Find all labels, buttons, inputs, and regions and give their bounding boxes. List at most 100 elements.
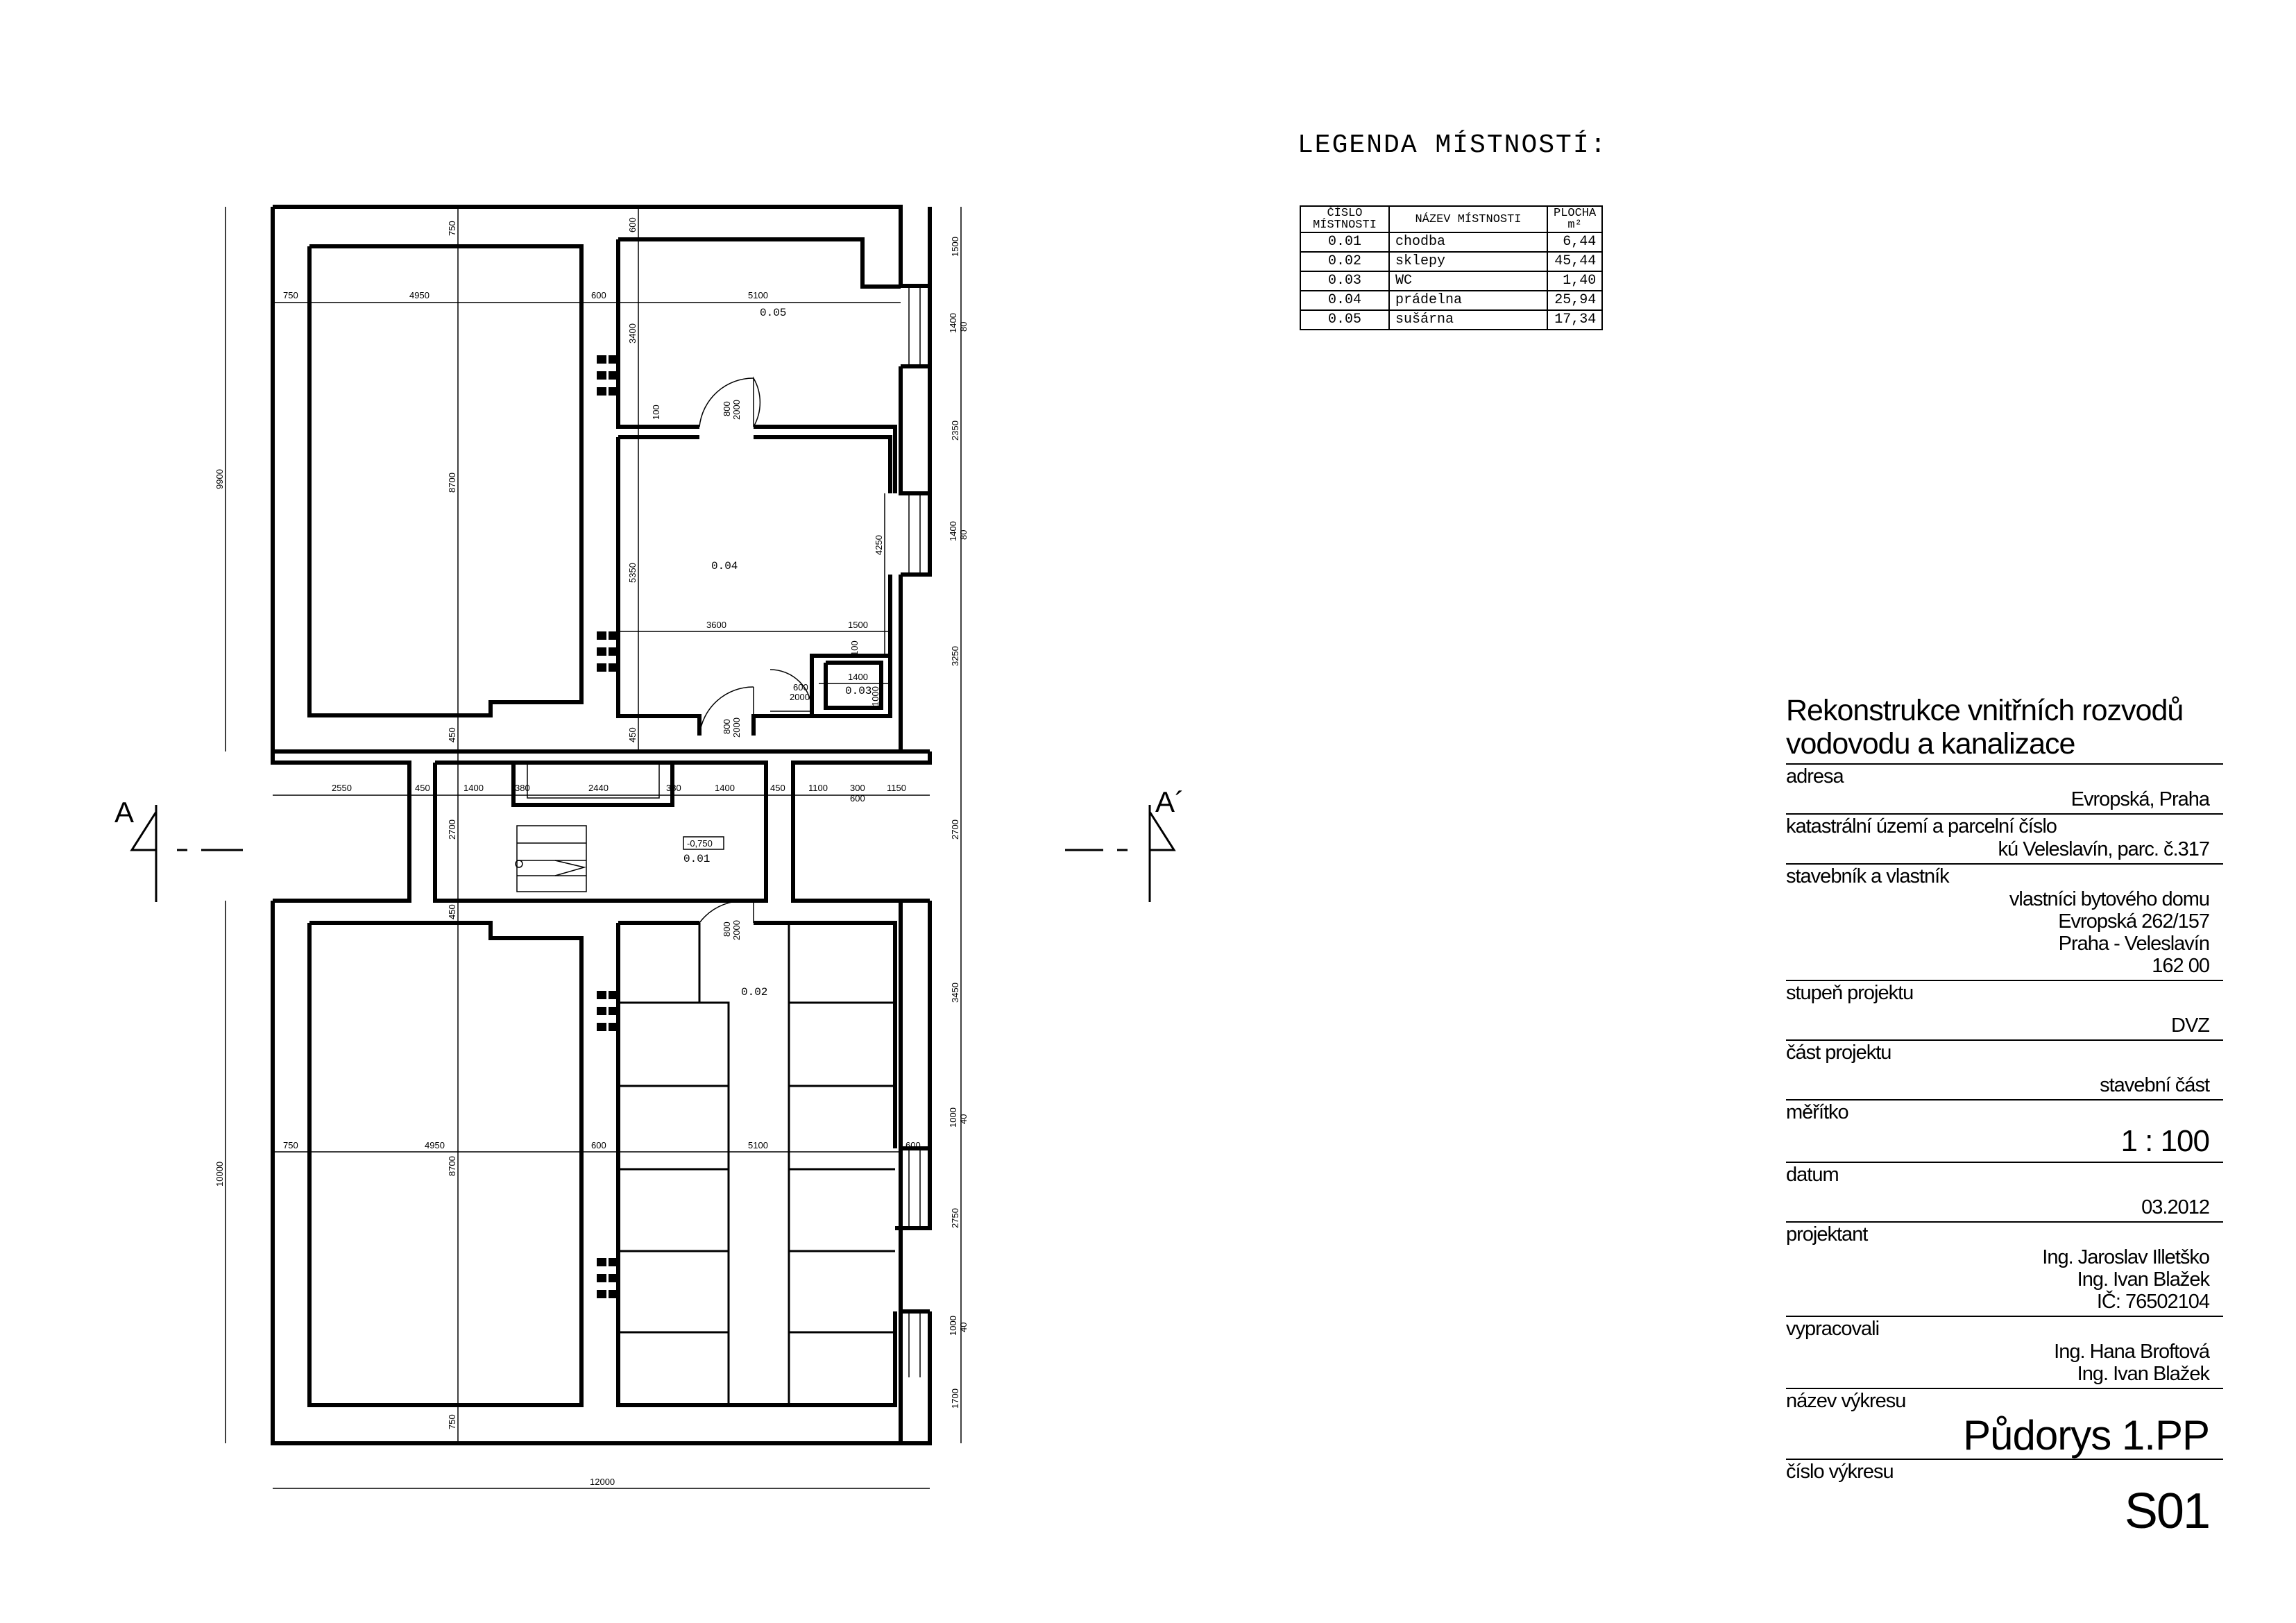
svg-text:1500: 1500 (848, 620, 868, 630)
svg-text:450: 450 (415, 783, 430, 793)
svg-text:800: 800 (722, 921, 732, 937)
svg-text:1400: 1400 (715, 783, 735, 793)
svg-text:9900: 9900 (214, 469, 225, 489)
svg-text:380: 380 (666, 783, 681, 793)
section-designer: projektant Ing. Jaroslav Illetško Ing. I… (1786, 1221, 2223, 1313)
svg-text:450: 450 (447, 904, 457, 919)
section-scale: měřítko 1 : 100 (1786, 1099, 2223, 1159)
svg-text:80: 80 (958, 530, 969, 540)
project-title-line1: Rekonstrukce vnitřních rozvodů (1786, 694, 2184, 727)
svg-text:2350: 2350 (950, 420, 960, 441)
ventilation-symbols (597, 355, 618, 1298)
svg-text:80: 80 (958, 322, 969, 332)
svg-text:1400: 1400 (948, 313, 958, 333)
svg-text:3600: 3600 (706, 620, 726, 630)
svg-text:800: 800 (722, 719, 732, 734)
room-label-005: 0.05 (760, 307, 786, 319)
svg-text:750: 750 (447, 221, 457, 236)
drawing-name: Půdorys 1.PP (1963, 1412, 2210, 1459)
svg-text:2440: 2440 (588, 783, 609, 793)
svg-text:600: 600 (905, 1140, 921, 1150)
section-cadastre: katastrální území a parcelní číslo kú Ve… (1786, 813, 2223, 860)
drawing-number: S01 (2124, 1484, 2211, 1539)
svg-text:1400: 1400 (464, 783, 484, 793)
svg-text:100: 100 (651, 405, 661, 420)
svg-text:750: 750 (447, 1414, 457, 1429)
level-mark: -0,750 (687, 838, 713, 849)
vertical-dimension-texts: 750 600 1500 3400 100 9900 8700 1400 80 … (214, 217, 969, 1429)
svg-text:600: 600 (591, 1140, 606, 1150)
section-authors: vypracovali Ing. Hana Broftová Ing. Ivan… (1786, 1316, 2223, 1385)
svg-text:4950: 4950 (409, 290, 430, 300)
svg-text:1400: 1400 (948, 521, 958, 541)
svg-text:300: 300 (850, 783, 865, 793)
svg-text:450: 450 (770, 783, 785, 793)
svg-text:600: 600 (850, 793, 865, 804)
svg-text:12000: 12000 (590, 1477, 615, 1487)
svg-text:1150: 1150 (887, 783, 906, 793)
svg-text:600: 600 (793, 682, 808, 692)
section-stage: stupeň projektu DVZ (1786, 980, 2223, 1037)
room-label-001: 0.01 (683, 853, 710, 865)
upper-building-walls (271, 205, 932, 754)
svg-text:750: 750 (283, 290, 298, 300)
svg-text:450: 450 (447, 727, 457, 742)
section-drawing-name: název výkresu Půdorys 1.PP (1786, 1388, 2223, 1459)
svg-text:1000: 1000 (948, 1107, 958, 1128)
section-markers (130, 805, 1176, 902)
svg-text:3250: 3250 (950, 646, 960, 666)
svg-text:2550: 2550 (332, 783, 352, 793)
lower-building-walls (271, 901, 932, 1445)
svg-text:1000: 1000 (948, 1316, 958, 1336)
svg-text:5100: 5100 (748, 1140, 768, 1150)
svg-text:750: 750 (283, 1140, 298, 1150)
dimension-lines (225, 207, 962, 1489)
svg-text:1000: 1000 (870, 686, 881, 706)
svg-text:2000: 2000 (790, 692, 810, 702)
legend-title: LEGENDA MÍSTNOSTÍ: (1298, 130, 1608, 160)
svg-text:8700: 8700 (447, 473, 457, 493)
svg-text:2000: 2000 (731, 400, 742, 420)
svg-text:800: 800 (722, 401, 732, 416)
svg-text:1700: 1700 (950, 1388, 960, 1409)
svg-text:3450: 3450 (950, 983, 960, 1003)
section-drawing-number: číslo výkresu S01 (1786, 1459, 2223, 1539)
svg-text:2750: 2750 (950, 1208, 960, 1228)
svg-text:10000: 10000 (214, 1162, 225, 1187)
dimension-texts: 750 4950 600 5100 3600 1500 1400 2550 45… (283, 290, 921, 1487)
section-label-left: A (114, 796, 134, 829)
door-size-texts: 800 2000 800 2000 600 2000 800 2000 (722, 400, 810, 940)
svg-text:5100: 5100 (748, 290, 768, 300)
windows (908, 286, 921, 1377)
svg-text:40: 40 (958, 1114, 969, 1124)
svg-text:3400: 3400 (627, 323, 638, 343)
project-title-line2: vodovodu a kanalizace (1786, 727, 2075, 760)
room-label-004: 0.04 (711, 560, 738, 572)
svg-text:8700: 8700 (447, 1156, 457, 1176)
svg-text:1100: 1100 (808, 783, 828, 793)
legend-header-name: NÁZEV MÍSTNOSTI (1388, 205, 1548, 233)
svg-text:5350: 5350 (627, 563, 638, 583)
svg-text:1500: 1500 (950, 237, 960, 257)
svg-text:4250: 4250 (874, 535, 884, 555)
section-date: datum 03.2012 (1786, 1162, 2223, 1218)
section-address: adresa Evropská, Praha (1786, 763, 2223, 810)
section-owner: stavebník a vlastník vlastníci bytového … (1786, 863, 2223, 977)
svg-text:2700: 2700 (447, 819, 457, 840)
svg-text:2700: 2700 (950, 819, 960, 840)
svg-text:450: 450 (627, 727, 638, 742)
room-label-003: 0.03 (845, 685, 871, 697)
svg-text:2000: 2000 (731, 717, 742, 738)
room-label-002: 0.02 (741, 986, 767, 999)
svg-text:380: 380 (515, 783, 530, 793)
svg-text:40: 40 (958, 1323, 969, 1332)
